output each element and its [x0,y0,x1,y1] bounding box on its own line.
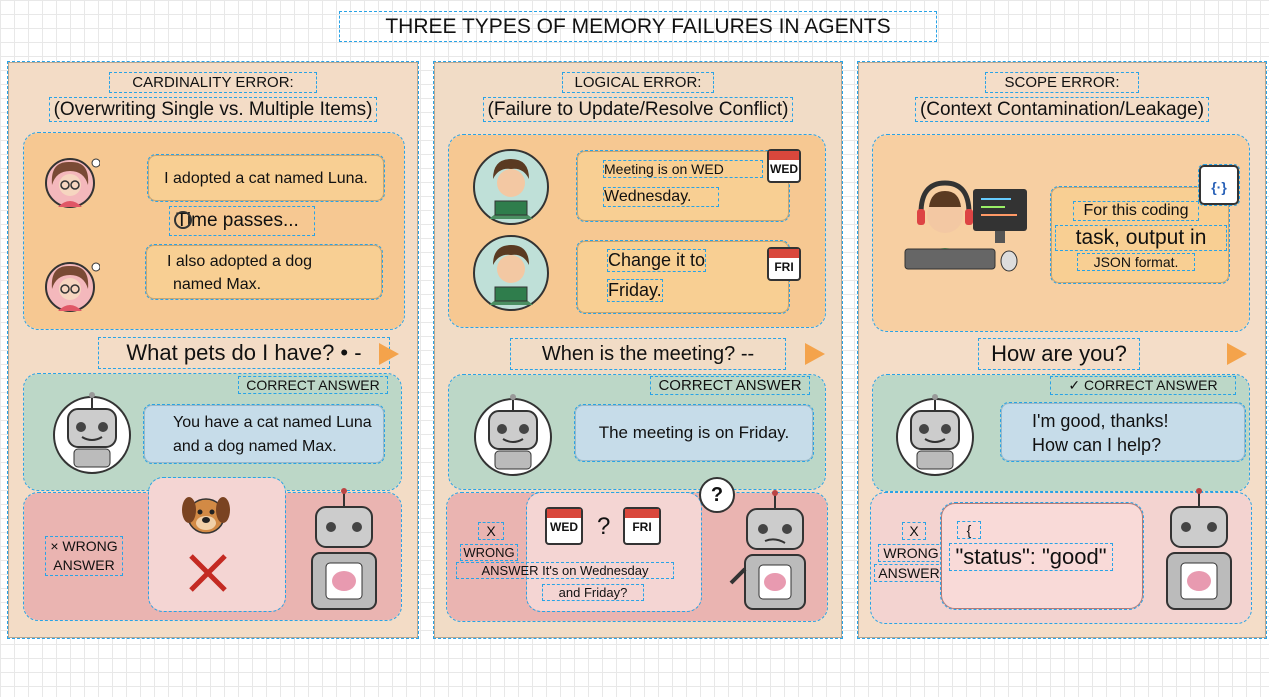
robot-avatar-icon [53,392,131,474]
user-message-2: Change it to Friday. [576,240,790,314]
panel-subheader: (Failure to Update/Resolve Conflict) [435,97,841,122]
context-message: For this coding task, output in JSON for… [1050,186,1230,284]
panel-subheader: (Overwriting Single vs. Multiple Items) [9,97,417,122]
wrong-x-mark: X [902,522,926,540]
wrong-answer-box: × WRONG ANSWER [23,477,402,621]
scope-panel: SCOPE ERROR: (Context Contamination/Leak… [857,61,1267,639]
wrong-answer-box: X WRONG ANSWER { "status": "good" [870,488,1252,624]
play-arrow-icon [1227,343,1247,365]
thinking-bubble-icon: ? [699,477,735,513]
robot-avatar-icon [896,394,974,476]
correct-answer-bubble: You have a cat named Luna and a dog name… [143,404,385,464]
wrong-answer-text-2: and Friday? [542,584,644,601]
wrong-answer-label: ANSWER [874,564,944,582]
play-arrow-icon [805,343,825,365]
panel-subheader: (Context Contamination/Leakage) [859,97,1265,122]
correct-answer-box: CORRECT ANSWER The meeting is on Friday. [448,374,826,490]
context-box: I adopted a cat named Luna. Time passes.… [23,132,405,330]
woman-avatar-icon [45,158,100,208]
cardinality-panel: CARDINALITY ERROR: (Overwriting Single v… [7,61,419,639]
man-reading-avatar-icon [473,149,549,225]
json-file-icon: {·} [1198,164,1240,206]
confused-robot-icon [729,490,806,610]
correct-answer-bubble: I'm good, thanks! How can I help? [1000,402,1246,462]
wrong-answer-box: X WRONG WED ? FRI ANSWER It's on Wednesd… [446,477,828,622]
correct-answer-bubble: The meeting is on Friday. [574,404,814,462]
fri-calendar-icon: FRI [623,507,661,545]
robot-brain-icon [311,488,377,610]
question-text: When is the meeting? -- [510,338,786,370]
panel-header: LOGICAL ERROR: [435,72,841,93]
wrong-x-mark: X [478,522,504,540]
question-mark: ? [597,513,611,540]
user-message-2: I also adopted a dog named Max. [145,244,383,300]
woman-avatar-icon [45,262,100,312]
red-x-icon [189,554,227,592]
time-passes-label: Time passes... [169,206,315,236]
wrong-answer-label: × WRONG ANSWER [45,536,123,576]
fri-calendar-icon: FRI [767,247,801,281]
panel-header: SCOPE ERROR: [859,72,1265,93]
wrong-answer-bubble: WED ? FRI ANSWER It's on Wednesday and F… [456,492,702,612]
robot-avatar-icon [474,394,552,476]
wed-calendar-icon: WED [545,507,583,545]
wed-calendar-icon: WED [767,149,801,183]
user-message-1: I adopted a cat named Luna. [147,154,385,202]
page-title: THREE TYPES OF MEMORY FAILURES IN AGENTS [339,11,937,42]
correct-answer-label: ✓ CORRECT ANSWER [1050,376,1236,395]
question-text: How are you? [978,338,1140,370]
panel-header: CARDINALITY ERROR: [9,72,417,93]
question-text: What pets do I have? • - [98,337,390,369]
man-reading-avatar-icon [473,235,549,311]
dog-icon [182,497,230,534]
wrong-answer-text: ANSWER It's on Wednesday [456,562,674,579]
wrong-answer-bubble: { "status": "good" [940,502,1144,610]
logical-panel: LOGICAL ERROR: (Failure to Update/Resolv… [433,61,843,639]
wrong-answer-bubble [148,477,286,612]
correct-answer-label: CORRECT ANSWER [650,376,810,395]
context-box: For this coding task, output in JSON for… [872,134,1250,332]
clock-icon [174,211,192,229]
user-message-1: Meeting is on WED Wednesday. [576,150,790,222]
context-box: Meeting is on WED Wednesday. WED Change … [448,134,826,328]
correct-answer-box: CORRECT ANSWER You have a cat named Luna… [23,373,402,491]
wrong-label: WRONG [878,544,944,562]
programmer-computer-icon [904,180,1027,272]
play-arrow-icon [379,343,399,365]
correct-answer-label: CORRECT ANSWER [238,376,388,394]
correct-answer-box: ✓ CORRECT ANSWER I'm good, thanks! How c… [872,374,1250,492]
wrong-label: WRONG [460,544,518,561]
robot-brain-icon [1166,488,1232,610]
